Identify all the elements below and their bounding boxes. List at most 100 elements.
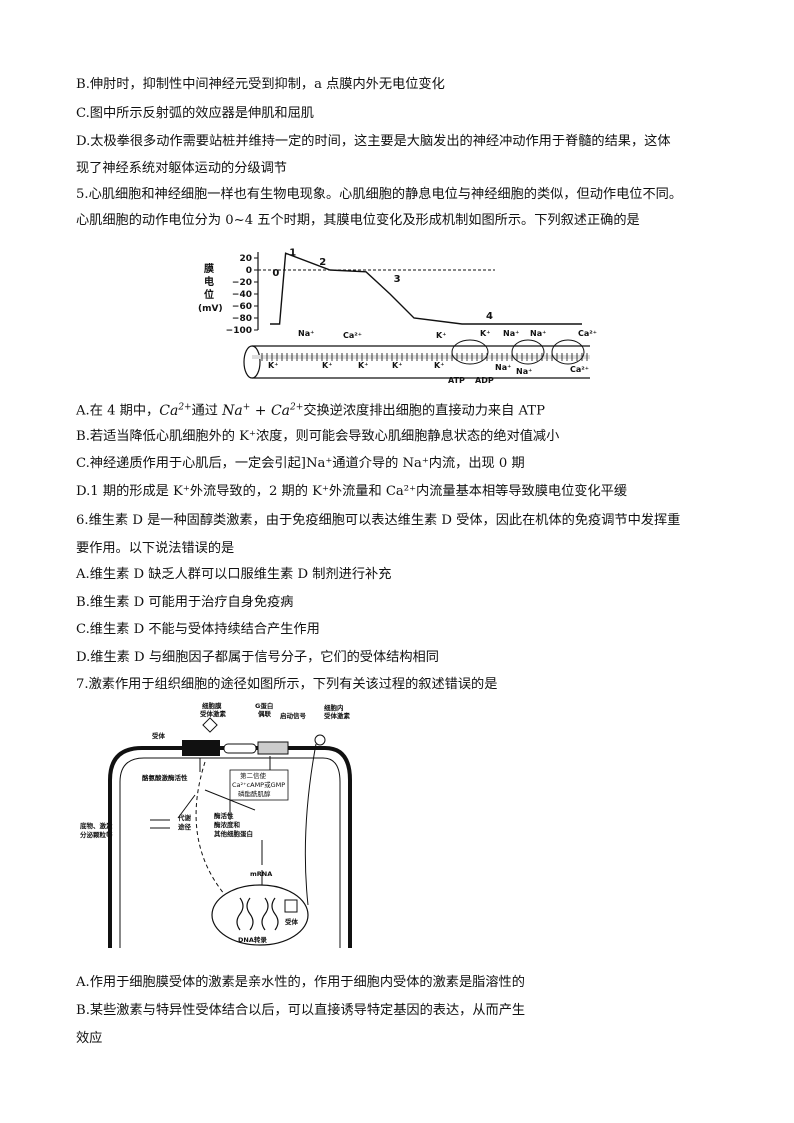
y-label-char: 位 xyxy=(204,288,214,301)
q7-option-b-line2: 效应 xyxy=(76,1031,103,1046)
formula-na-charge: + xyxy=(242,402,251,412)
formula-ca2: Ca xyxy=(270,402,291,419)
formula-plus: + xyxy=(250,402,271,419)
label-text: 酶浓度和 xyxy=(214,820,240,829)
ion-label: Ca²⁺ xyxy=(578,329,597,338)
q7-option-b-line1: B.某些激素与特异性受体结合以后，可以直接诱导特定基因的表达，从而产生 xyxy=(76,1003,526,1018)
membrane-receptor xyxy=(182,740,220,756)
q5-option-a-prefix: A.在 4 期中， xyxy=(76,403,160,419)
q5-option-b: B.若适当降低心肌细胞外的 K⁺浓度，则可能会导致心肌细胞静息状态的绝对值减小 xyxy=(76,429,560,444)
q7-stem: 7.激素作用于组织细胞的途径如图所示，下列有关该过程的叙述错误的是 xyxy=(76,677,498,692)
q5-option-a-suffix: 交换逆浓度排出细胞的直接动力来自 ATP xyxy=(303,403,545,419)
y-tick-label: −80 xyxy=(232,314,252,324)
phase-label: 3 xyxy=(394,274,401,285)
phase-label: 0 xyxy=(272,268,279,279)
ion-labels-bottom: K⁺ K⁺ K⁺ K⁺ K⁺ Na⁺ Na⁺ Ca²⁺ xyxy=(268,361,589,376)
label-text: 细胞内 xyxy=(324,703,344,712)
formula-ca2-charge: 2+ xyxy=(290,402,304,412)
q4-option-d-line1: D.太极拳很多动作需要站桩并维持一定的时间，这主要是大脑发出的神经冲动作用于脊髓… xyxy=(76,134,671,149)
membrane-band xyxy=(252,355,590,359)
label-text: Ca²⁺cAMP或GMP xyxy=(232,780,285,789)
q6-option-d: D.维生素 D 与细胞因子都属于信号分子，它们的受体结构相同 xyxy=(76,650,439,665)
label-text: 代谢 xyxy=(177,813,192,822)
membrane-ticks xyxy=(261,353,588,361)
y-axis-label: 膜 电 位 (mV) xyxy=(198,262,223,314)
y-label-unit: (mV) xyxy=(198,304,223,314)
y-label-char: 膜 xyxy=(204,262,214,275)
q6-option-b: B.维生素 D 可能用于治疗自身免疫病 xyxy=(76,595,294,610)
cell-membrane-inner xyxy=(119,757,341,948)
second-messenger-box: 第二信使 Ca²⁺cAMP或GMP 磷酯酰肌醇 xyxy=(229,769,289,801)
intracellular-hormone-icon xyxy=(314,734,326,746)
label-text: G蛋白 xyxy=(255,701,273,710)
ion-label: K⁺ xyxy=(436,331,446,340)
q6-option-a: A.维生素 D 缺乏人群可以口服维生素 D 制剂进行补充 xyxy=(76,567,392,582)
pump-circles xyxy=(451,339,585,365)
fig7-top-labels: 细胞膜 受体激素 G蛋白 偶联 启动信号 受体 细胞内 受体激素 xyxy=(152,701,351,740)
label-text: mRNA xyxy=(250,870,272,878)
label-text: 受体激素 xyxy=(200,709,227,718)
q5-stem-line2: 心肌细胞的动作电位分为 0~4 五个时期，其膜电位变化及形成机制如图所示。下列叙… xyxy=(76,213,640,228)
q7-figure: 细胞膜 受体激素 G蛋白 偶联 启动信号 受体 细胞内 受体激素 第二信使 Ca… xyxy=(80,701,352,948)
dna-strand-right xyxy=(261,897,279,931)
q4-option-b: B.伸肘时，抑制性中间神经元受到抑制，a 点膜内外无电位变化 xyxy=(76,77,445,92)
label-text: 其他细胞蛋白 xyxy=(214,829,253,838)
fig7-mid-labels: 代谢 途径 酶活性 酶浓度和 其他细胞蛋白 底物、激素 分泌颗粒等 mRNA xyxy=(80,811,272,878)
q5-option-d: D.1 期的形成是 K⁺外流导致的，2 期的 K⁺外流量和 Ca²⁺内流量基本相… xyxy=(76,484,628,499)
y-ticks: 20 0 −20 −40 −60 −80 −100 xyxy=(226,254,258,336)
q4-option-d-line2: 现了神经系统对躯体运动的分级调节 xyxy=(76,161,287,176)
label-text: 启动信号 xyxy=(280,711,307,720)
y-tick-label: −60 xyxy=(232,302,252,312)
y-tick-label: −20 xyxy=(232,278,252,288)
formula-ca-charge: 2+ xyxy=(178,402,192,412)
nuclear-receptor-icon xyxy=(284,899,298,913)
ion-label: Na⁺ xyxy=(516,367,532,376)
y-tick-label: −100 xyxy=(226,326,252,336)
ion-label: K⁺ xyxy=(480,329,490,338)
phase-label: 2 xyxy=(319,257,326,268)
ion-label: K⁺ xyxy=(358,361,368,370)
membrane-end xyxy=(243,345,261,379)
y-tick-label: −40 xyxy=(232,290,252,300)
fig7-arrows xyxy=(150,756,271,896)
q5-option-c: C.神经递质作用于心肌后，一定会引起]Na⁺通道介导的 Na⁺内流，出现 0 期 xyxy=(76,456,525,471)
label-text: 分泌颗粒等 xyxy=(80,830,113,839)
ion-label: Na⁺ xyxy=(298,329,314,338)
q5-option-a: A.在 4 期中，Ca2+通过 Na+ + Ca2+交换逆浓度排出细胞的直接动力… xyxy=(76,398,545,421)
y-tick-label: 20 xyxy=(239,254,252,264)
label-text: 磷酯酰肌醇 xyxy=(238,789,271,798)
ion-label: Na⁺ xyxy=(495,363,511,372)
g-protein-coupling xyxy=(223,743,257,754)
membrane-outline xyxy=(252,345,590,379)
q5-option-a-mid: 通过 xyxy=(191,403,223,419)
ion-label: K⁺ xyxy=(322,361,332,370)
y-tick-label: 0 xyxy=(246,266,252,276)
nuclear-receptor-label: 受体 xyxy=(285,917,299,926)
adp-label: ADP xyxy=(475,376,494,385)
ion-label: K⁺ xyxy=(392,361,402,370)
ion-label: K⁺ xyxy=(268,361,278,370)
formula-na: Na xyxy=(222,402,243,419)
membrane-diagram: Na⁺ Ca²⁺ K⁺ Na⁺ K⁺ Na⁺ Ca²⁺ K⁺ K⁺ K⁺ K⁺ … xyxy=(243,329,597,385)
intracellular-path xyxy=(304,743,317,906)
q7-option-a: A.作用于细胞膜受体的激素是亲水性的，作用于细胞内受体的激素是脂溶性的 xyxy=(76,975,525,990)
formula-ca: Ca xyxy=(159,402,179,419)
label-text: 酶活性 xyxy=(214,811,234,820)
nucleus xyxy=(211,884,309,946)
atp-label: ATP xyxy=(448,376,465,385)
phase-label: 1 xyxy=(289,248,296,259)
y-label-char: 电 xyxy=(204,275,214,288)
phase-label: 4 xyxy=(486,311,493,322)
ion-label: Na⁺ xyxy=(530,329,546,338)
dna-strand-left xyxy=(236,897,254,931)
label-text: 受体 xyxy=(152,731,166,740)
label-text: 偶联 xyxy=(258,709,272,718)
ion-label: K⁺ xyxy=(434,361,444,370)
label-text: 受体激素 xyxy=(324,711,351,720)
q6-stem-line2: 要作用。以下说法错误的是 xyxy=(76,541,235,556)
ion-label: Ca²⁺ xyxy=(570,365,589,374)
ion-label: Ca²⁺ xyxy=(343,331,362,340)
phase-labels: 01 2 3 4 xyxy=(272,248,493,323)
start-signal-box xyxy=(257,741,289,755)
